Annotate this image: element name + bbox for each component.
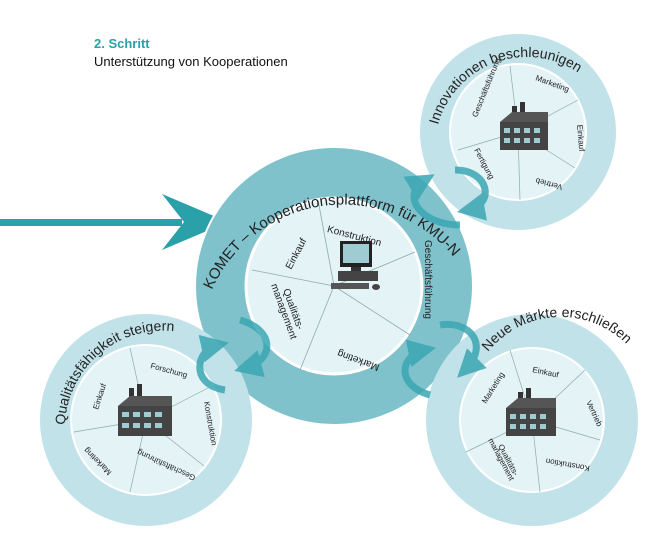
cycle-arrow-right-top	[454, 166, 489, 221]
factory-icon	[118, 384, 172, 436]
cycle-arrow-bl-left	[196, 334, 229, 394]
cycle-arrow-left-top	[403, 174, 461, 229]
cycle-arrows	[196, 166, 489, 399]
factory-icon	[506, 388, 556, 436]
tr-segment-einkauf: Einkauf	[575, 124, 586, 152]
computer-icon	[331, 241, 380, 290]
circle-quality: Einkauf Forschung Konstruktion Geschäfts…	[40, 314, 252, 526]
factory-icon	[500, 102, 548, 150]
center-segment-geschaeftsfuehrung: Geschäftsführung	[422, 240, 433, 319]
cycle-arrow-left-bottom	[401, 339, 436, 399]
cycle-arrow-bl-right	[234, 316, 271, 378]
circle-innovation: Geschäftsführung Marketing Einkauf Vertr…	[420, 34, 616, 230]
step-subtitle: Unterstützung von Kooperationen	[94, 54, 288, 69]
step-title: 2. Schritt	[94, 36, 150, 51]
cycle-arrow-right-bottom	[439, 320, 487, 378]
input-arrow	[0, 194, 228, 250]
